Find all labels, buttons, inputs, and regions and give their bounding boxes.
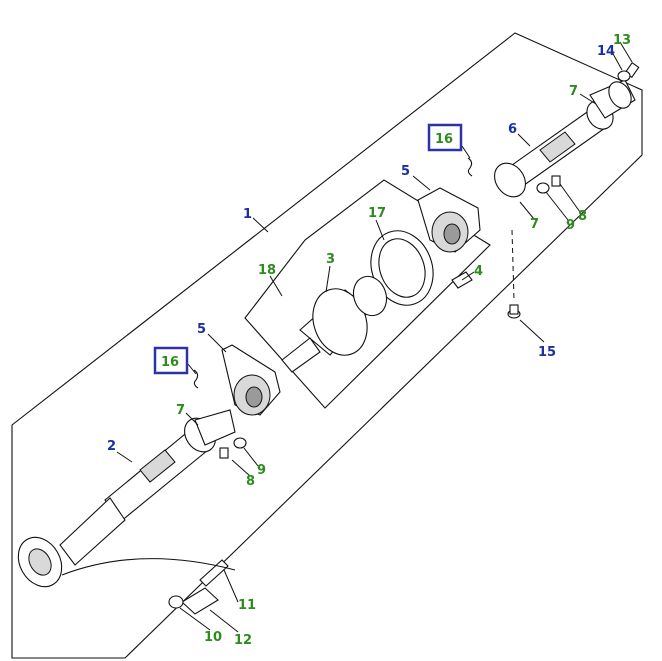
leader-lines	[116, 41, 633, 633]
callout-4: 4	[474, 264, 483, 279]
clip-16-upper	[467, 157, 473, 177]
fastener-guide-curve	[61, 558, 236, 576]
callout-7-upper: 7	[569, 84, 578, 99]
bolt-part-8-lower	[219, 447, 229, 459]
callout-14: 14	[597, 44, 615, 59]
center-bearing-part-3	[281, 230, 434, 373]
callout-7-mid: 7	[530, 217, 539, 232]
callout-8-upper: 8	[578, 209, 587, 224]
callout-17: 17	[368, 206, 386, 221]
highlight-box-16-upper	[427, 123, 463, 152]
callout-9-upper: 9	[566, 218, 575, 233]
callout-1: 1	[243, 207, 252, 222]
assembly-outline	[11, 32, 643, 659]
highlight-box-16-lower	[153, 346, 189, 375]
callout-2: 2	[107, 439, 116, 454]
callout-11: 11	[238, 598, 256, 613]
rear-shaft-part-6	[494, 79, 636, 198]
callout-16-lower: 16	[161, 355, 179, 370]
front-shaft-part-2	[17, 409, 236, 588]
callout-16-upper: 16	[435, 132, 453, 147]
callout-7-lower: 7	[176, 403, 185, 418]
washer-part-9-lower	[233, 437, 247, 449]
callout-15: 15	[538, 345, 556, 360]
rear-bearing-bracket	[417, 187, 481, 253]
callout-3: 3	[326, 252, 335, 267]
nut-part-10	[168, 595, 184, 609]
callout-12: 12	[234, 633, 252, 648]
bolt-part-11	[199, 559, 229, 587]
callout-6: 6	[508, 122, 517, 137]
callout-13: 13	[613, 33, 631, 48]
callout-18: 18	[258, 263, 276, 278]
bolt-15-guide	[511, 229, 515, 301]
callout-9-lower: 9	[257, 463, 266, 478]
bolt-part-8-upper	[551, 175, 561, 187]
front-bearing-bracket	[221, 344, 281, 416]
clip-16-lower	[193, 369, 199, 389]
washer-part-9-upper	[536, 182, 550, 194]
washer-part-14	[617, 70, 631, 82]
callout-10: 10	[204, 630, 222, 645]
callout-8-lower: 8	[246, 474, 255, 489]
plate-part-12	[181, 587, 219, 615]
callout-5-upper: 5	[401, 164, 410, 179]
callout-5-lower: 5	[197, 322, 206, 337]
bolt-part-15	[507, 304, 521, 319]
